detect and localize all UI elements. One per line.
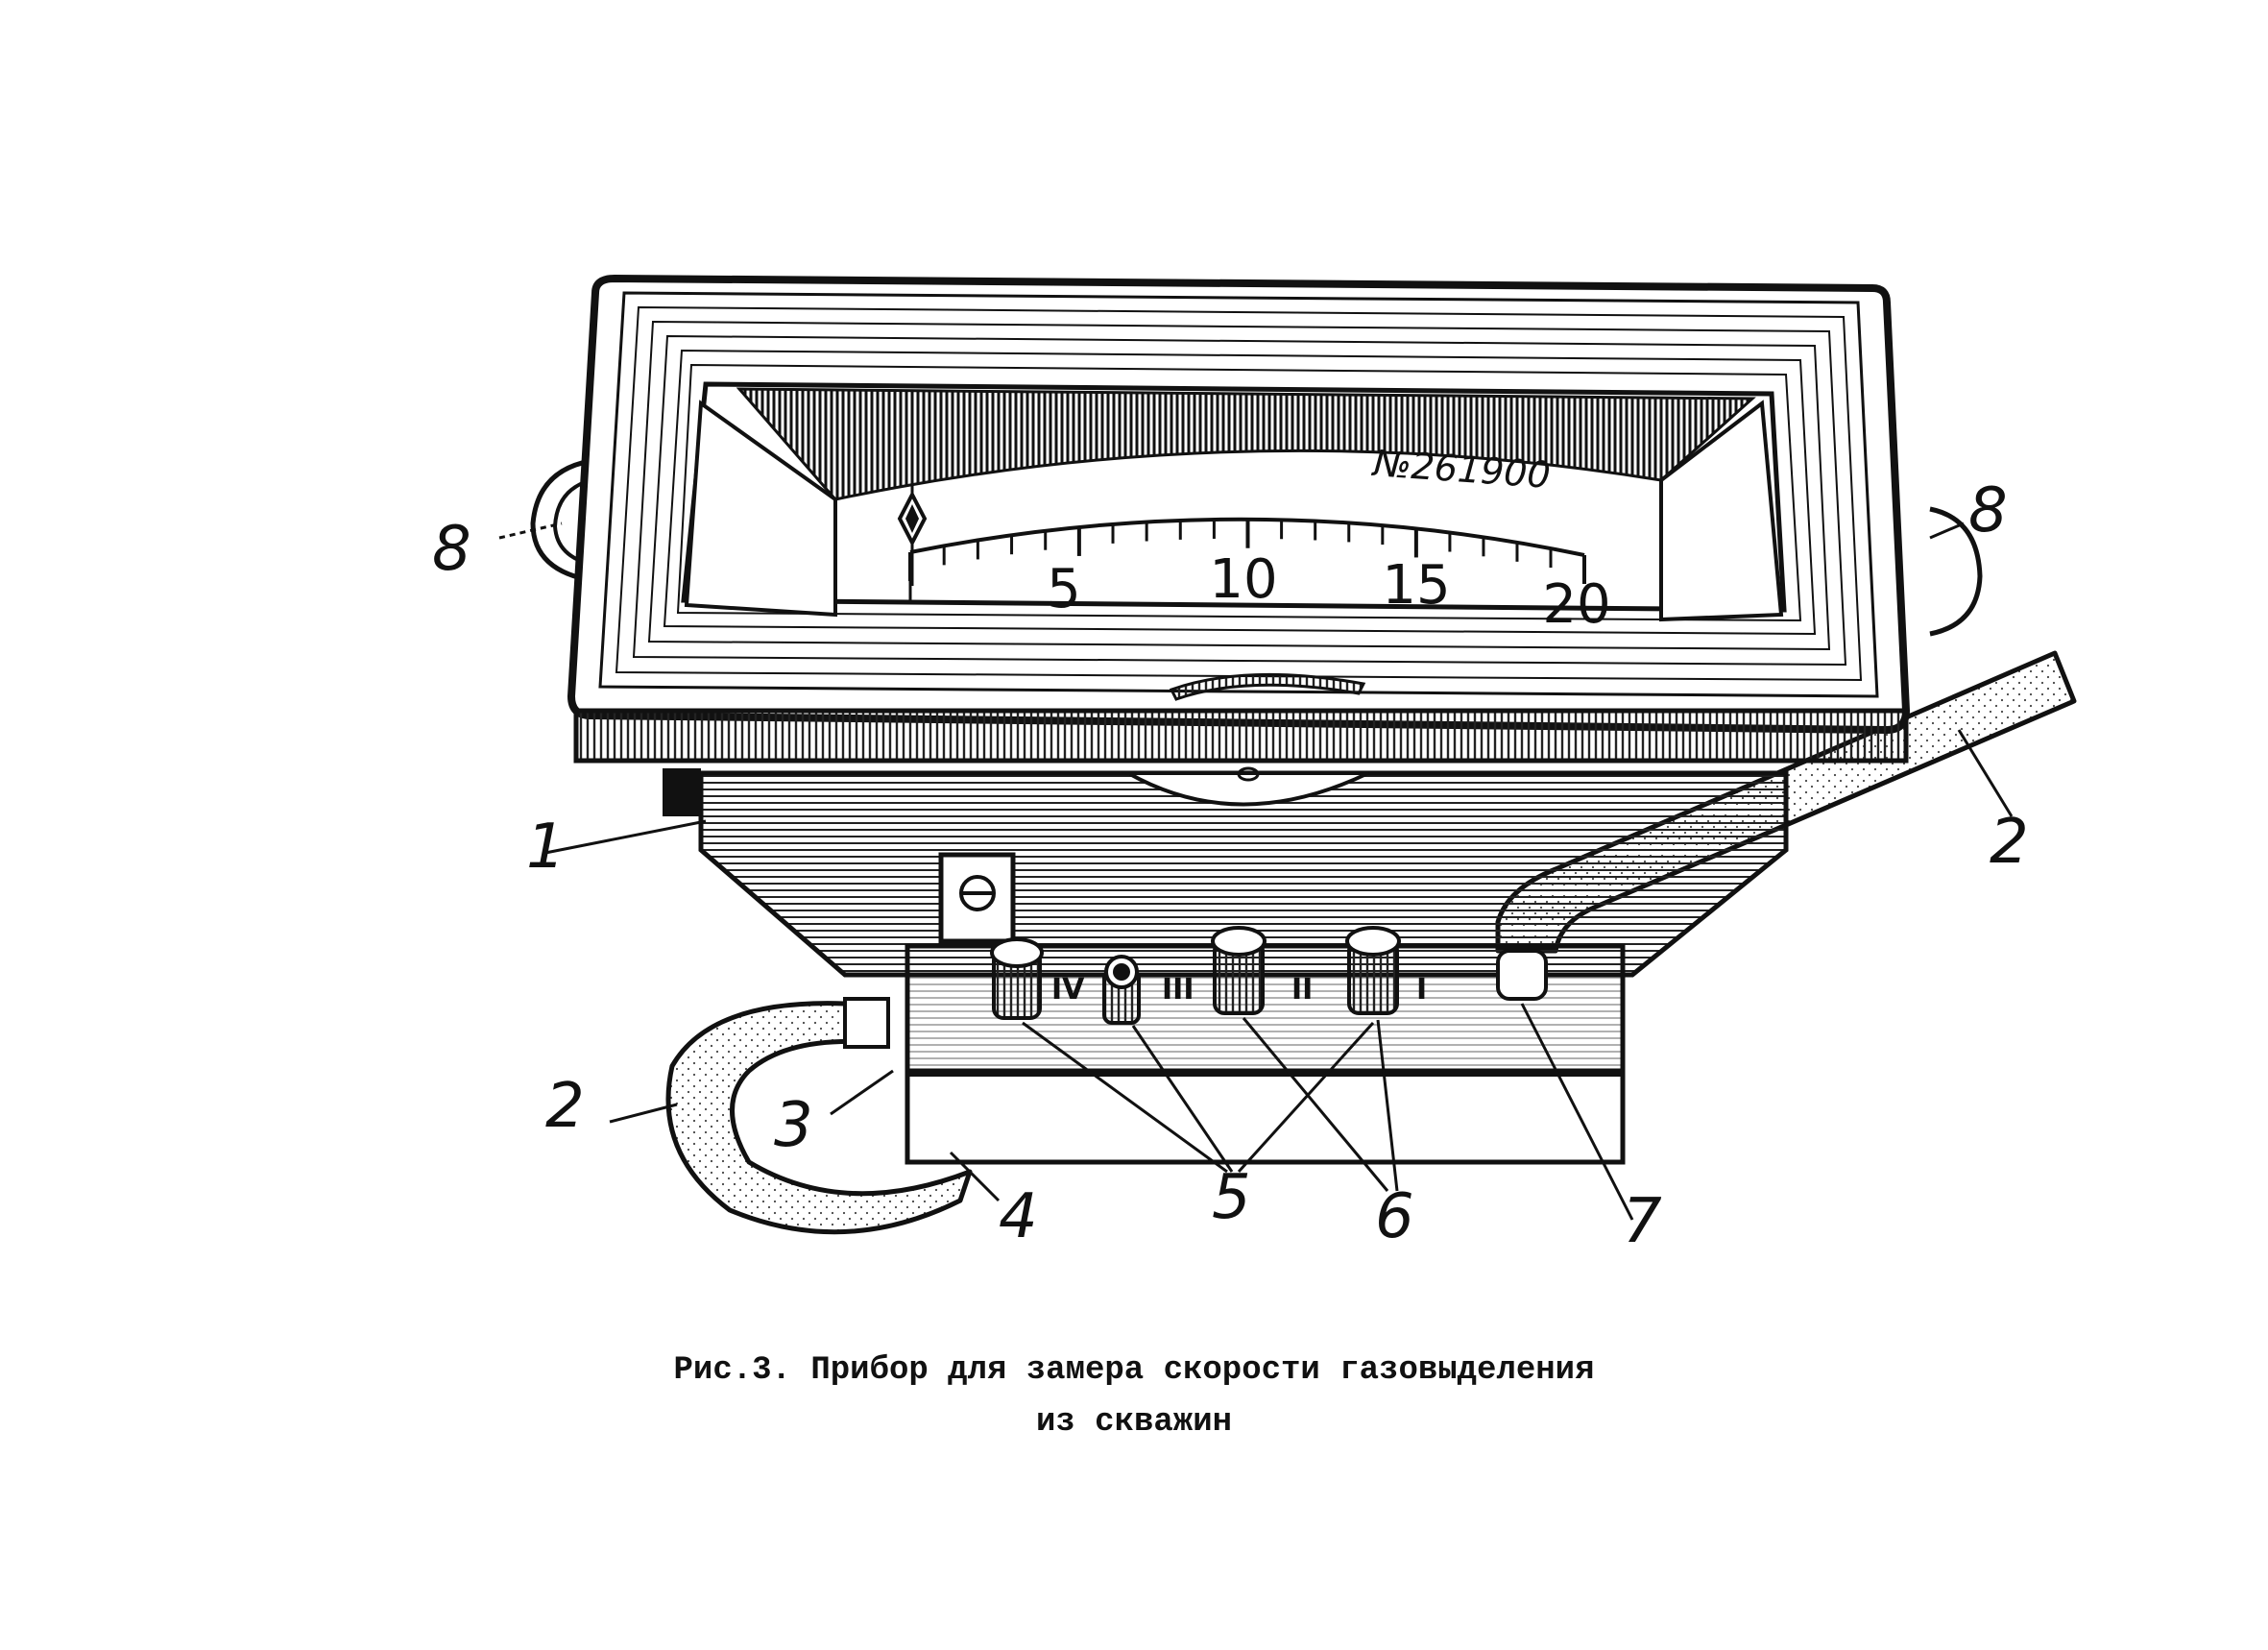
scale-label-15: 15 — [1382, 554, 1450, 617]
zero-corrector — [1169, 672, 1366, 701]
switch-label-iii: III — [1162, 973, 1194, 1007]
callout-4: 4 — [999, 1181, 1038, 1252]
callout-2-right: 2 — [1990, 807, 2029, 878]
callout-1: 1 — [526, 812, 566, 883]
switch-label-i: I — [1416, 973, 1427, 1007]
meter-pointer — [897, 461, 928, 586]
scale-label-10: 10 — [1209, 548, 1277, 611]
post-ii — [1345, 926, 1401, 1015]
callout-2-left: 2 — [545, 1071, 585, 1142]
callout-7: 7 — [1623, 1186, 1662, 1257]
scale-ticks — [908, 519, 1586, 584]
callout-6: 6 — [1375, 1181, 1414, 1252]
switch-label-iv: IV — [1051, 973, 1085, 1007]
handle-right — [1929, 506, 1983, 637]
leader-lines — [498, 522, 2014, 1221]
scale-label-20: 20 — [1542, 573, 1610, 636]
callout-8-right: 8 — [1968, 475, 2008, 546]
scale-numbers: 5 10 15 20 — [1047, 548, 1610, 636]
callout-5: 5 — [1212, 1162, 1251, 1233]
scale-label-5: 5 — [1047, 558, 1081, 620]
post-iii — [1211, 926, 1267, 1015]
figure-caption-line2: из скважин — [1035, 1404, 1233, 1441]
meter-window — [681, 381, 1787, 622]
mounting-bracket — [938, 852, 1016, 944]
hose-left — [665, 997, 973, 1235]
switch-labels: IV III II I — [1051, 973, 1427, 1007]
adjust-knob — [1121, 766, 1369, 807]
post-iv — [990, 937, 1044, 1020]
figure-caption-line1: Рис.3. Прибор для замера скорости газовы… — [673, 1352, 1595, 1389]
switch-label-ii: II — [1291, 973, 1313, 1007]
callout-3: 3 — [774, 1090, 813, 1161]
hose-nozzle — [1496, 949, 1548, 1001]
callout-8-left: 8 — [432, 514, 471, 585]
post-center-socket — [1102, 955, 1141, 1025]
binding-posts — [990, 926, 1548, 1025]
